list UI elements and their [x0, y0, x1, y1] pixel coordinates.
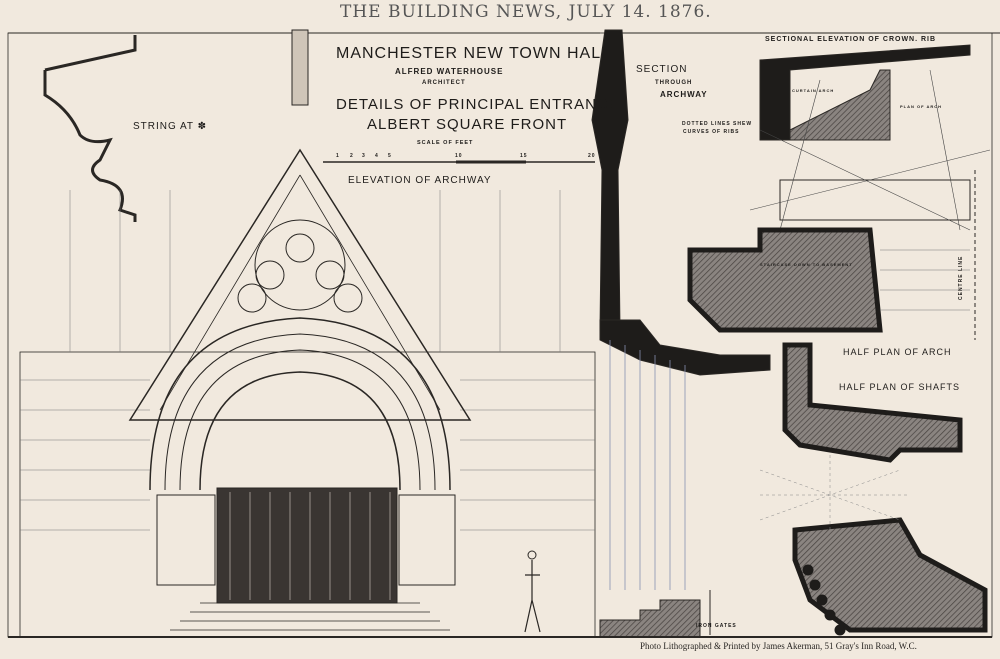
section-silhouette — [591, 29, 629, 331]
label-elevation: ELEVATION OF ARCHWAY — [348, 175, 492, 186]
label-section: SECTION — [636, 64, 688, 75]
scale-tick: 5 — [388, 153, 392, 159]
publication-header: THE BUILDING NEWS, JULY 14. 1876. — [340, 2, 712, 22]
architect-role: ARCHITECT — [422, 80, 466, 86]
label-curves-of-ribs: CURVES OF RIBS — [683, 129, 740, 135]
human-figure — [524, 560, 541, 633]
label-staircase: STAIRCASE DOWN TO BASEMENT — [760, 262, 853, 267]
scale-tick: 3 — [362, 153, 366, 159]
scale-tick: 1 — [336, 153, 340, 159]
label-curtain-arch: CURTAIN ARCH — [792, 88, 835, 93]
architect-name: ALFRED WATERHOUSE — [395, 67, 504, 76]
label-section-archway: ARCHWAY — [660, 90, 708, 99]
scale-tick: 4 — [375, 153, 379, 159]
label-section-through: THROUGH — [655, 80, 693, 86]
scale-tick: 10 — [455, 153, 463, 159]
label-string-at: STRING AT ✽ — [133, 121, 208, 132]
drawing-subtitle: DETAILS OF PRINCIPAL ENTRANCE — [336, 96, 620, 113]
scale-tick: 15 — [520, 153, 528, 159]
drawing-subtitle-2: ALBERT SQUARE FRONT — [367, 116, 568, 133]
label-half-plan-shafts: HALF PLAN OF SHAFTS — [839, 382, 961, 392]
arch-outer — [149, 317, 451, 491]
half-plan-arch — [687, 227, 883, 333]
half-plan-shafts-bottom — [792, 517, 988, 633]
half-plan-shafts-top — [782, 342, 963, 463]
label-dotted-lines: DOTTED LINES SHEW — [682, 121, 753, 127]
printer-credit: Photo Lithographed & Printed by James Ak… — [640, 641, 917, 651]
label-plan-of-arch: PLAN OF ARCH — [900, 104, 943, 109]
scale-tick: 20 — [588, 153, 596, 159]
gable — [128, 148, 472, 421]
label-centre-line: CENTRE LINE — [958, 255, 964, 300]
label-half-plan-arch: HALF PLAN OF ARCH — [843, 347, 952, 357]
scale-label: SCALE OF FEET — [417, 140, 474, 146]
iron-gate — [216, 487, 398, 604]
string-moulding-profile — [43, 35, 137, 222]
tracery-window — [254, 219, 346, 311]
drawing-title: MANCHESTER NEW TOWN HALL — [336, 45, 611, 62]
label-iron-gates: IRON GATES — [696, 623, 737, 629]
label-crown-rib: SECTIONAL ELEVATION OF CROWN. RIB — [765, 36, 937, 43]
scale-tick: 2 — [350, 153, 354, 159]
